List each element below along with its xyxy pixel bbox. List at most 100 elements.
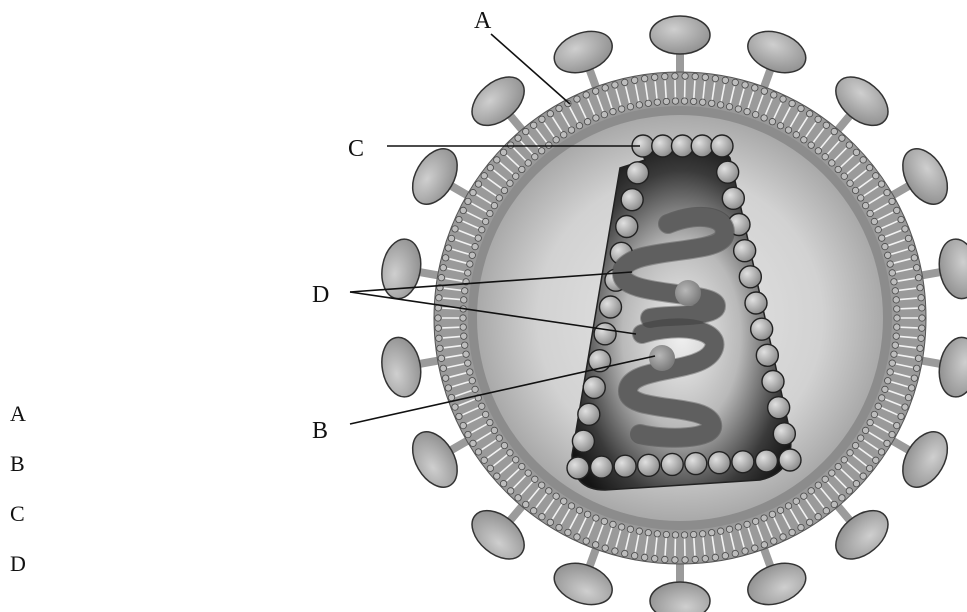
capsid-bead [717, 161, 739, 183]
lipid-head [823, 122, 829, 128]
lipid-head [712, 75, 718, 81]
lipid-head [815, 482, 821, 488]
lipid-head [887, 369, 893, 375]
lipid-head [460, 324, 466, 330]
lipid-head [672, 557, 678, 563]
lipid-head [752, 518, 758, 524]
lipid-head [914, 365, 920, 371]
lipid-head [553, 493, 559, 499]
option-b: B [10, 453, 25, 475]
spike-head [377, 334, 425, 400]
lipid-head [546, 142, 552, 148]
lipid-head [538, 482, 544, 488]
virus-particle [377, 16, 967, 612]
lipid-head [862, 202, 868, 208]
lipid-head [583, 92, 589, 98]
lipid-head [879, 235, 885, 241]
lipid-head [722, 77, 728, 83]
lipid-head [892, 288, 898, 294]
lipid-head [894, 324, 900, 330]
label-b: B [312, 418, 328, 444]
lipid-head [469, 252, 475, 258]
lipid-head [437, 345, 443, 351]
lipid-head [467, 369, 473, 375]
lipid-head [808, 142, 814, 148]
lipid-head [460, 315, 466, 321]
spike-head [377, 236, 425, 302]
option-a: A [10, 403, 26, 425]
lipid-head [875, 403, 881, 409]
capsid-bead [711, 135, 733, 157]
spike-head [935, 236, 967, 302]
lipid-head [487, 164, 493, 170]
lipid-head [815, 116, 821, 122]
capsid-bead [722, 187, 744, 209]
spike-head [935, 334, 967, 400]
lipid-head [915, 274, 921, 280]
spike-head [650, 582, 710, 612]
capsid-bead [745, 292, 767, 314]
lipid-head [847, 180, 853, 186]
lipid-head [894, 306, 900, 312]
lipid-head [612, 82, 618, 88]
capsid-bead [614, 455, 636, 477]
lipid-head [798, 105, 804, 111]
lipid-head [875, 227, 881, 233]
capsid-bead [756, 344, 778, 366]
lipid-head [507, 450, 513, 456]
lipid-head [892, 342, 898, 348]
lipid-head [568, 127, 574, 133]
lipid-head [871, 218, 877, 224]
lipid-head [709, 529, 715, 535]
lipid-head [663, 531, 669, 537]
capsid-bead [661, 453, 683, 475]
capsid-bead [739, 266, 761, 288]
lipid-tail [900, 308, 918, 309]
lipid-head [681, 532, 687, 538]
lipid-head [440, 264, 446, 270]
lipid-head [576, 122, 582, 128]
lipid-head [889, 360, 895, 366]
lipid-head [481, 457, 487, 463]
lipid-head [894, 315, 900, 321]
lipid-head [448, 235, 454, 241]
lipid-head [744, 521, 750, 527]
lipid-head [846, 142, 852, 148]
lipid-head [448, 394, 454, 400]
lipid-head [735, 524, 741, 530]
lipid-head [918, 295, 924, 301]
lipid-head [507, 488, 513, 494]
lipid-head [841, 457, 847, 463]
lipid-head [631, 77, 637, 83]
lipid-head [699, 531, 705, 537]
lipid-head [898, 216, 904, 222]
lipid-head [871, 411, 877, 417]
lipid-head [641, 554, 647, 560]
lipid-head [631, 553, 637, 559]
lipid-head [917, 284, 923, 290]
lipid-head [771, 92, 777, 98]
lipid-head [911, 375, 917, 381]
lipid-head [592, 88, 598, 94]
enzyme-lower [649, 345, 675, 371]
lipid-head [500, 149, 506, 155]
lipid-head [627, 526, 633, 532]
lipid-head [732, 79, 738, 85]
spike-stalk [676, 564, 684, 584]
spike-head [549, 556, 618, 612]
lipid-head [898, 413, 904, 419]
capsid-bead [685, 453, 707, 475]
lipid-head [479, 227, 485, 233]
lipid-head [584, 511, 590, 517]
lipid-head [717, 528, 723, 534]
lipid-head [556, 524, 562, 530]
lipid-head [839, 135, 845, 141]
option-d: D [10, 553, 26, 575]
enzyme-upper [675, 280, 701, 306]
capsid-bead [600, 296, 622, 318]
lipid-head [878, 449, 884, 455]
lipid-head [885, 252, 891, 258]
spike-stalk [676, 52, 684, 72]
lipid-head [627, 104, 633, 110]
